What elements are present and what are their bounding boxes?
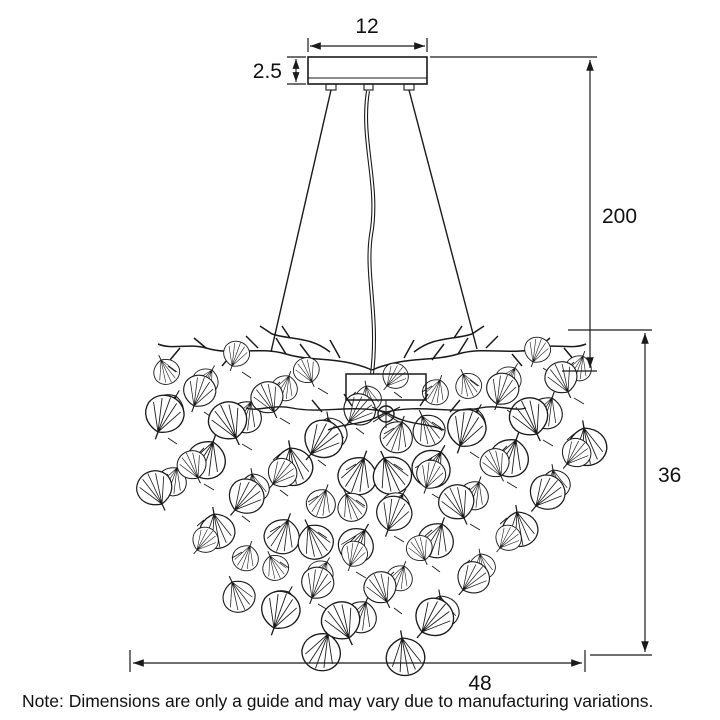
crystal-chain-link xyxy=(573,397,585,405)
crystal-leaf xyxy=(136,389,190,447)
crystal-chain-link xyxy=(355,427,365,435)
note-text: Note: Dimensions are only a guide and ma… xyxy=(22,691,653,711)
fixture-width-label: 48 xyxy=(468,672,491,695)
canopy-width-label: 12 xyxy=(355,15,378,38)
crystal-chain-link xyxy=(393,463,404,471)
crystal-chain-link xyxy=(542,439,554,447)
crystal-leaf xyxy=(228,536,265,575)
crystal-chain-link xyxy=(241,371,252,379)
crystal-leaf xyxy=(302,478,343,523)
crystal-chain-link xyxy=(349,535,357,543)
ceiling-canopy xyxy=(307,56,428,91)
crystal-chain-link xyxy=(393,535,405,543)
canopy-height-label: 2.5 xyxy=(253,60,282,83)
drop-height-label: 200 xyxy=(602,205,637,228)
crystal-chain-link xyxy=(355,571,367,579)
crystal-chain-link xyxy=(317,531,328,539)
wire-mount-left xyxy=(325,83,337,91)
crystal-chain-link xyxy=(566,433,575,441)
wire-mount-center xyxy=(363,83,374,91)
crystal-chain-link xyxy=(167,365,177,373)
crystal-chain-link xyxy=(424,529,433,537)
suspension-wire-right xyxy=(408,89,478,350)
suspension-wire-left xyxy=(270,89,332,353)
branch-arms-left xyxy=(157,325,373,371)
crystal-chain-link xyxy=(279,561,290,569)
fixture-height-label: 36 xyxy=(658,464,681,487)
crystal-chain-link xyxy=(241,515,251,523)
crystal-chain-link xyxy=(421,385,433,393)
dimension-fixture-height: 36 xyxy=(568,329,681,656)
dimension-fixture-width: 48 xyxy=(129,650,586,695)
crystal-chain-link xyxy=(506,481,518,489)
central-cable-highlight xyxy=(365,90,375,375)
hub-knob xyxy=(371,400,401,428)
crystal-chain-link xyxy=(196,519,205,527)
crystal-chain-link xyxy=(345,463,357,471)
crystal-chain-link xyxy=(499,517,508,525)
crystal-leaf xyxy=(214,568,261,619)
crystal-chain-link xyxy=(307,495,319,503)
dimension-canopy-height: 2.5 xyxy=(253,56,306,85)
crystal-chain-link xyxy=(272,453,281,461)
crystal-chain-link xyxy=(269,525,281,533)
crystal-chain-link xyxy=(279,489,289,497)
crystal-chain-link xyxy=(231,551,243,559)
crystal-chain-link xyxy=(469,523,481,531)
branch-arms-right xyxy=(371,325,587,371)
crystal-leaf xyxy=(418,370,455,409)
crystal-chain-link xyxy=(241,443,253,451)
crystal-chain-link xyxy=(355,499,366,507)
crystal-leaf xyxy=(368,490,418,544)
hub-twigs xyxy=(245,393,527,431)
crystal-leaf xyxy=(217,337,254,376)
crystal-chain-link xyxy=(167,437,178,445)
crystal-chain-link xyxy=(431,565,441,573)
central-hub xyxy=(245,373,527,431)
crystal-chain-link xyxy=(317,459,327,467)
crystal-leaf xyxy=(448,363,487,404)
crystal-leaf xyxy=(252,585,306,643)
dimension-drop-height: 200 xyxy=(430,56,637,372)
crystal-chain-link xyxy=(383,427,395,435)
crystal-chain-link xyxy=(393,607,403,615)
crystal-chain-link xyxy=(279,417,291,425)
crystal-chain-link xyxy=(203,483,215,491)
crystal-chain-link xyxy=(317,387,329,395)
crystal-leaf xyxy=(380,626,429,680)
crystal-chain-link xyxy=(393,391,403,399)
crystal-chain-link xyxy=(469,451,480,459)
wire-mount-right xyxy=(403,83,415,91)
crystal-chain-link xyxy=(431,421,442,429)
chandelier-body xyxy=(130,325,611,680)
suspension-wires xyxy=(270,89,478,375)
crystal-leaf xyxy=(146,349,185,390)
crystal-chain-link xyxy=(469,379,479,387)
crystal-leaf xyxy=(438,403,492,461)
dimension-canopy-width: 12 xyxy=(307,15,428,52)
crystal-strands xyxy=(130,333,611,680)
